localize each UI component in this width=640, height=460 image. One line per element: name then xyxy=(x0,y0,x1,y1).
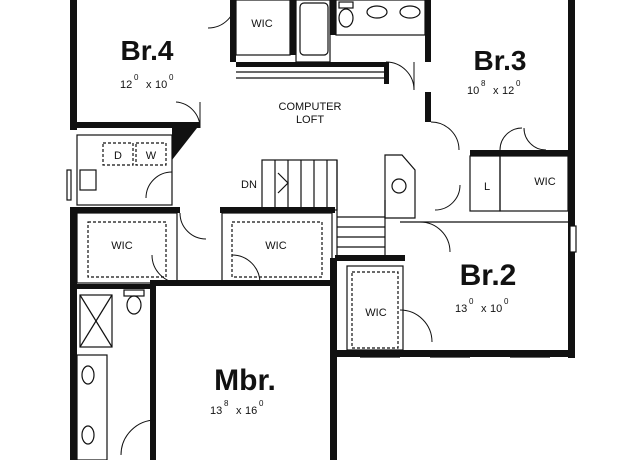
room-dims-br3: 10 8 x 12 0 xyxy=(467,79,521,97)
dim-a: 13 xyxy=(210,405,222,417)
wic-label-br2: WIC xyxy=(365,307,386,319)
room-name-mbr: Mbr. xyxy=(214,364,276,397)
dim-a-sup: 0 xyxy=(134,73,139,82)
dim-b: 10 xyxy=(490,303,502,315)
thin-walls xyxy=(66,0,577,460)
room-name-br3: Br.3 xyxy=(474,45,527,76)
dim-a-sup: 8 xyxy=(224,399,229,408)
wic-label-left: WIC xyxy=(111,240,132,252)
dim-b: 10 xyxy=(155,79,167,91)
washer-label: W xyxy=(146,150,157,162)
dim-b-sup: 0 xyxy=(504,297,509,306)
dim-sep: x xyxy=(236,405,242,417)
dim-b: 12 xyxy=(502,85,514,97)
loft-label-line2: LOFT xyxy=(296,114,324,126)
dim-a-sup: 8 xyxy=(481,79,486,88)
wic-label-br4: WIC xyxy=(251,18,272,30)
loft-label-line1: COMPUTER xyxy=(279,101,342,113)
dryer-label: D xyxy=(114,150,122,162)
dim-sep: x xyxy=(146,79,152,91)
dim-sep: x xyxy=(493,85,499,97)
dim-a-sup: 0 xyxy=(469,297,474,306)
wic-label-br3: WIC xyxy=(534,176,555,188)
wic-label-center: WIC xyxy=(265,240,286,252)
dim-a: 13 xyxy=(455,303,467,315)
room-name-br4: Br.4 xyxy=(121,35,174,66)
dim-b-sup: 0 xyxy=(259,399,264,408)
room-dims-br2: 13 0 x 10 0 xyxy=(455,297,509,315)
room-dims-mbr: 13 8 x 16 0 xyxy=(210,399,264,417)
doors xyxy=(120,0,547,456)
room-dims-br4: 12 0 x 10 0 xyxy=(120,73,174,91)
dim-a: 12 xyxy=(120,79,132,91)
room-name-br2: Br.2 xyxy=(460,259,517,292)
linen-label: L xyxy=(484,181,490,193)
dim-sep: x xyxy=(481,303,487,315)
dim-b-sup: 0 xyxy=(169,73,174,82)
dim-a: 10 xyxy=(467,85,479,97)
stair-dn-label: DN xyxy=(241,179,257,191)
dim-b: 16 xyxy=(245,405,257,417)
dim-b-sup: 0 xyxy=(516,79,521,88)
